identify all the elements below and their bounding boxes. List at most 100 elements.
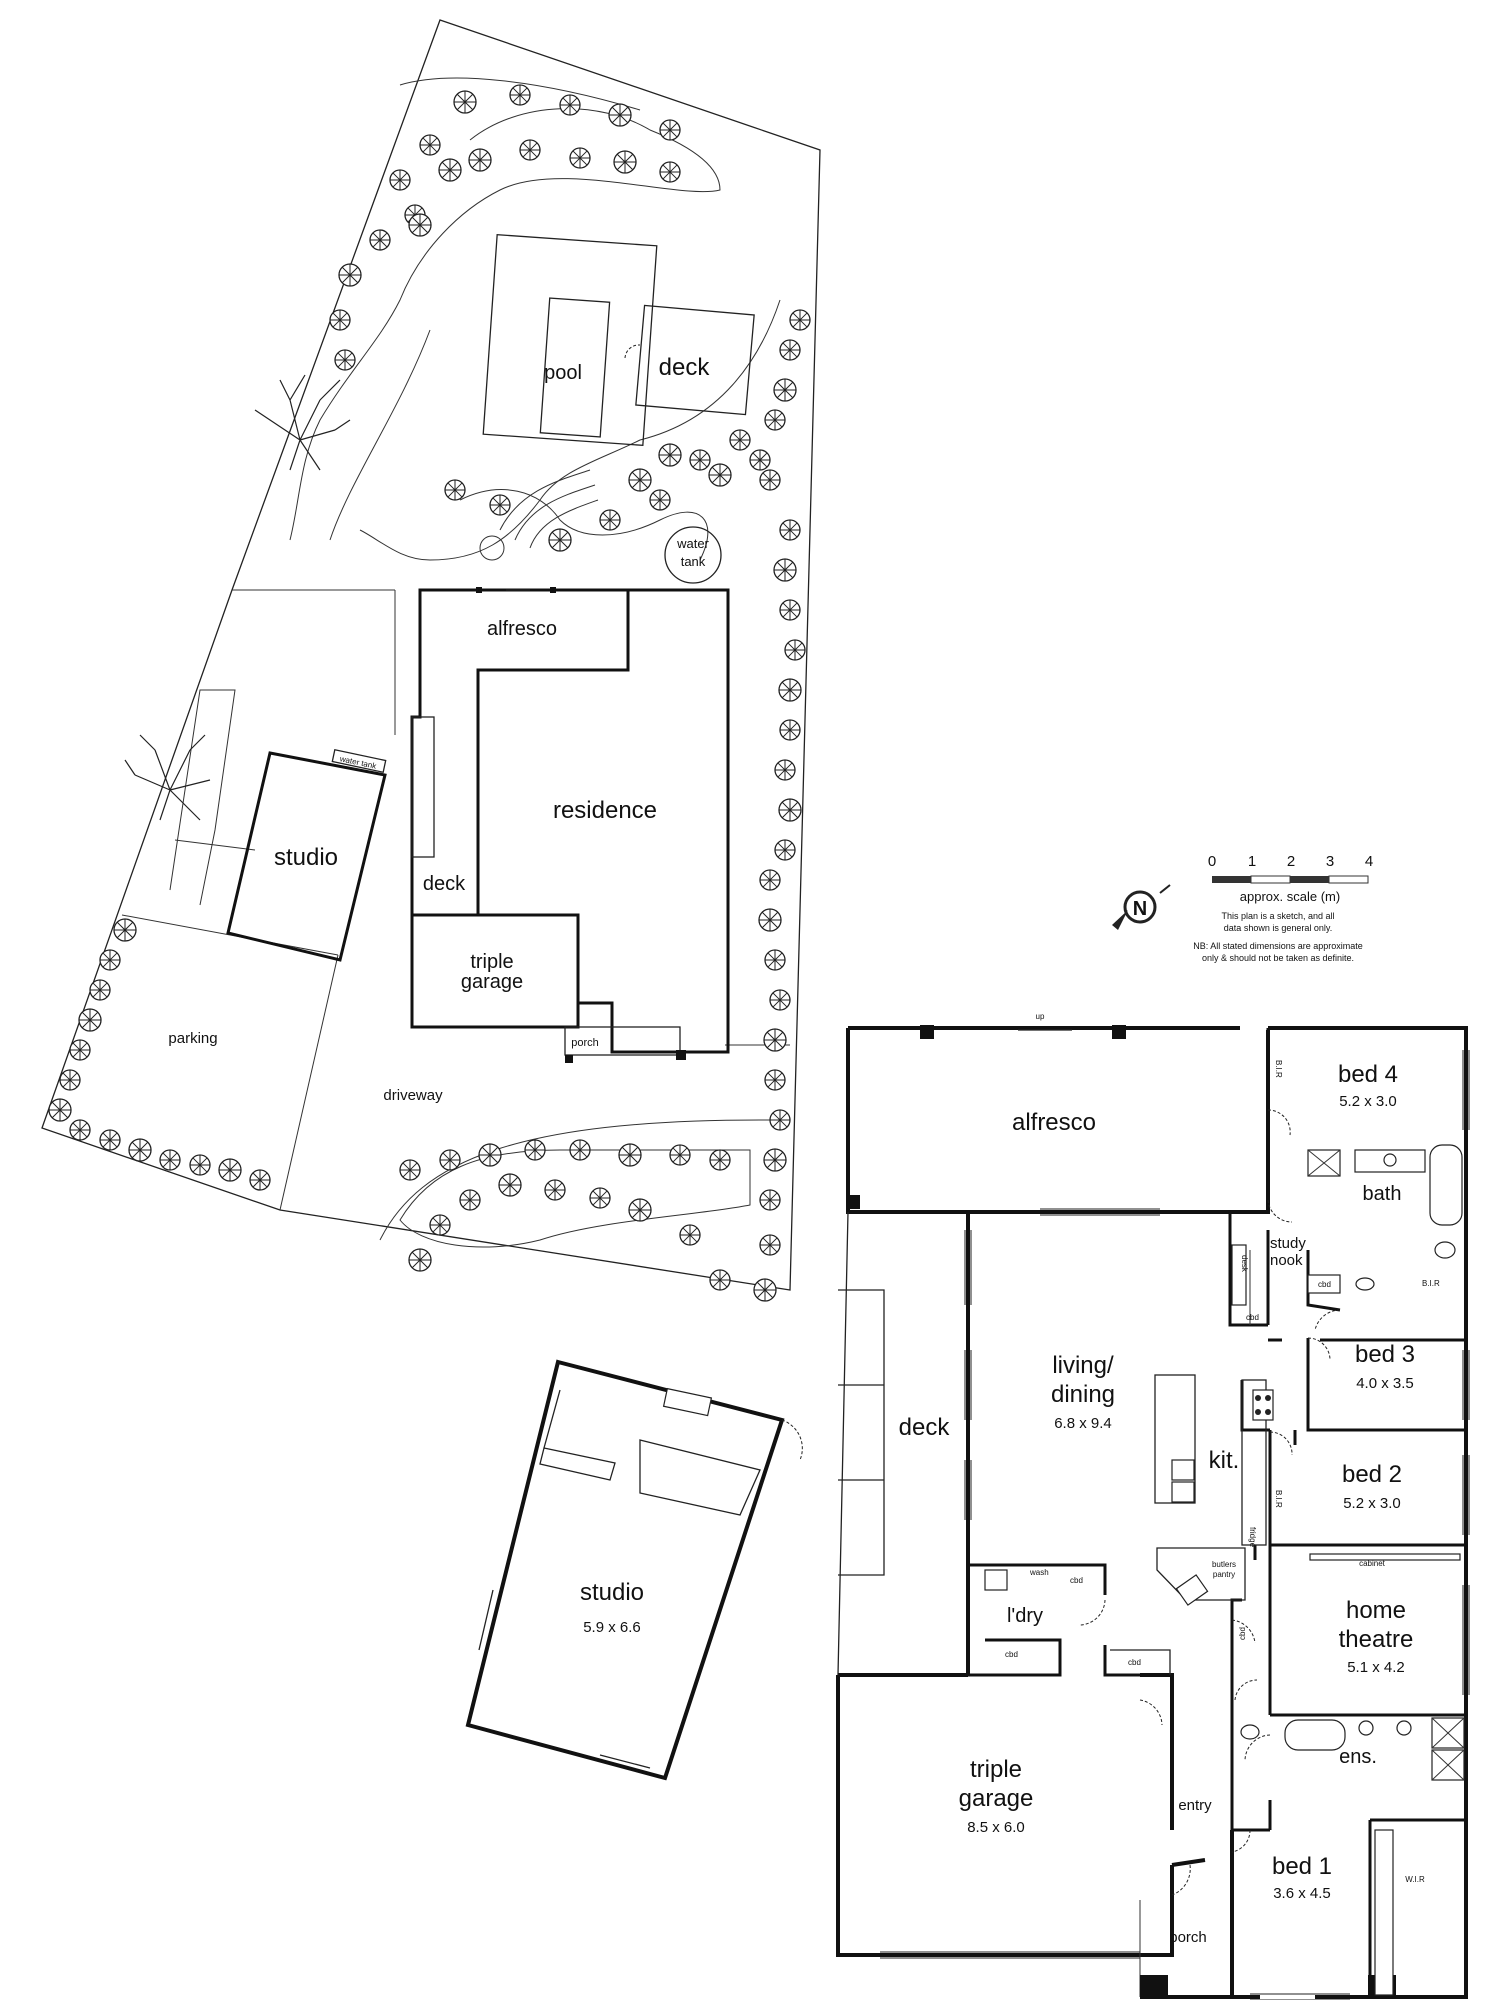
basin-icon: [1396, 1720, 1412, 1736]
tree-icon-spoke: [787, 642, 803, 658]
tree-icon-spoke: [162, 1152, 178, 1168]
tree-icon-spoke: [766, 1151, 784, 1169]
scale-note-4: only & should not be taken as definite.: [1202, 953, 1354, 963]
north-arrow-pointer-icon: [1112, 910, 1128, 930]
porch-post: [1140, 1975, 1168, 1999]
tree-icon-spoke: [572, 1142, 588, 1158]
tree-icon-spoke: [711, 466, 729, 484]
tree-icon-spoke: [761, 911, 779, 929]
studio-bench: [539, 1447, 616, 1481]
kitchen-label: kit.: [1209, 1447, 1240, 1474]
bath-label: bath: [1363, 1183, 1402, 1205]
tree-icon-spoke: [662, 164, 678, 180]
scale-legend: 0 1 2 3 4 approx. scale (m) This plan is…: [1112, 853, 1373, 963]
alfresco-post: [846, 1195, 860, 1209]
site-porch-label: porch: [571, 1037, 599, 1049]
tree-icon-spoke: [102, 952, 118, 968]
tree-icon-spoke: [411, 1251, 429, 1269]
studio-plan-dims: 5.9 x 6.6: [583, 1619, 641, 1636]
site-plan: pool deck water tank alfresco residence …: [41, 19, 821, 1302]
deck-outline: [837, 1211, 885, 1676]
deck-label-plan: deck: [899, 1414, 951, 1441]
deck-planters: [411, 716, 435, 858]
kitchen-island: [1154, 1374, 1196, 1504]
site-studio: [226, 751, 387, 962]
tree-icon-spoke: [712, 1272, 728, 1288]
tree-icon-spoke: [602, 512, 618, 528]
tree-icon-spoke: [562, 97, 578, 113]
alfresco-label: alfresco: [1012, 1109, 1096, 1136]
water-tank-label-2: tank: [681, 554, 706, 569]
tree-icon-spoke: [781, 681, 799, 699]
pond: [479, 535, 505, 561]
tree-icon-spoke: [782, 602, 798, 618]
toilet-icon: [1434, 1241, 1456, 1259]
site-garage: [410, 913, 580, 1029]
tree-icon-spoke: [62, 1072, 78, 1088]
laundry-cbd-label: cbd: [1070, 1576, 1083, 1585]
tree-icon-spoke: [756, 1281, 774, 1299]
tree-icon-spoke: [337, 352, 353, 368]
porch-label: porch: [1169, 1929, 1207, 1946]
scale-tick-3: 3: [1326, 853, 1334, 870]
deck-label: deck: [659, 354, 711, 381]
scale-bar-segment: [1328, 875, 1369, 884]
tree-icon-spoke: [432, 1217, 448, 1233]
basin-icon: [1355, 1277, 1375, 1291]
theatre-cbd-label: cbd: [1238, 1627, 1247, 1640]
tree-icon-spoke: [522, 142, 538, 158]
scale-note-3: NB: All stated dimensions are approximat…: [1193, 941, 1363, 951]
garden-bed-edge: [359, 299, 781, 561]
scale-tick-4: 4: [1365, 853, 1373, 870]
entry-label: entry: [1178, 1797, 1212, 1814]
kitchen-bench: [1241, 1379, 1267, 1546]
living-label-1: living/: [1052, 1352, 1114, 1379]
garage-walls: [836, 1673, 1174, 1957]
tree-icon-spoke: [692, 452, 708, 468]
theatre-label-1: home: [1346, 1597, 1406, 1624]
tree-icon-spoke: [372, 232, 388, 248]
tree-icon-spoke: [661, 446, 679, 464]
deck-area: [635, 304, 755, 416]
tree-icon-spoke: [116, 921, 134, 939]
tree-icon-spoke: [762, 872, 778, 888]
tree-icon-spoke: [682, 1227, 698, 1243]
tree-icon-spoke: [572, 150, 588, 166]
tree-icon-spoke: [631, 471, 649, 489]
laundry-sink-icon: [984, 1569, 1008, 1591]
tree-icon-spoke: [611, 106, 629, 124]
wir-shelf: [1374, 1829, 1394, 1996]
studio-window: [478, 1589, 494, 1651]
scale-bar-segment: [1212, 876, 1251, 883]
fence-line: [169, 689, 236, 906]
studio-sink: [662, 1387, 713, 1417]
tree-icon-spoke: [81, 1011, 99, 1029]
pool-gate: [624, 344, 641, 359]
bed4-bir-label: B.I.R: [1274, 1060, 1283, 1078]
bare-tree-icon: [254, 374, 351, 471]
tree-icon-spoke: [72, 1042, 88, 1058]
tree-icon-spoke: [762, 472, 778, 488]
tree-icon-spoke: [422, 137, 438, 153]
bed2-label: bed 2: [1342, 1461, 1402, 1488]
tree-icon-spoke: [402, 1162, 418, 1178]
tree-icon-spoke: [547, 1182, 563, 1198]
laundry-walls: [966, 1563, 1172, 1677]
alfresco-post: [476, 587, 482, 593]
pool-surround: [482, 233, 658, 447]
tree-icon-spoke: [752, 452, 768, 468]
tree-icon-spoke: [781, 801, 799, 819]
ensuite-label: ens.: [1339, 1746, 1377, 1768]
tree-icon-spoke: [551, 531, 569, 549]
living-dims: 6.8 x 9.4: [1054, 1415, 1112, 1432]
bed4-dims: 5.2 x 3.0: [1339, 1093, 1397, 1110]
tree-icon-spoke: [221, 1161, 239, 1179]
ensuite-bathtub-icon: [1284, 1719, 1346, 1751]
scale-bar-segment: [1290, 876, 1329, 883]
driveway-edge: [379, 1119, 780, 1241]
garage-label-1: triple: [970, 1756, 1022, 1783]
studio-door: [781, 1419, 803, 1461]
toilet-icon: [1240, 1724, 1260, 1740]
tree-icon-spoke: [102, 1132, 118, 1148]
garage-cbd-label: cbd: [1128, 1658, 1141, 1667]
